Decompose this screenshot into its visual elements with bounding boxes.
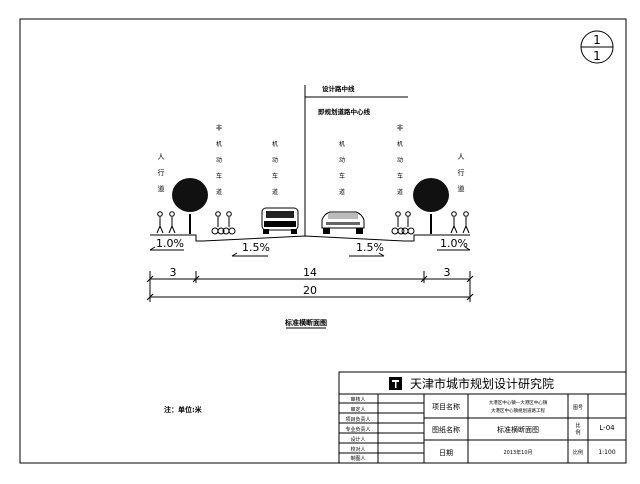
- tree-left-icon: [172, 178, 208, 234]
- sheet-number-badge: 1 1: [580, 30, 614, 64]
- institute-name: 天津市城市规划设计研究院: [410, 376, 554, 391]
- units-note: 注：单位:米: [164, 405, 203, 414]
- date-label: 日期: [439, 449, 453, 457]
- lane-labels: 人 行 道 非 机 动 车 道 机 动 车 道 机 动 车 道 非 机 动 车: [158, 124, 465, 196]
- motor-left-label: 机 动 车 道: [272, 140, 278, 196]
- pedestrian-left-label: 人 行 道: [158, 153, 165, 193]
- svg-text:动: 动: [397, 157, 403, 164]
- slope-indicators: [149, 246, 471, 257]
- svg-text:道: 道: [339, 188, 345, 196]
- svg-text:机: 机: [272, 140, 278, 148]
- date-value: 2013年10月: [503, 449, 532, 456]
- dimension-middle: 14: [303, 266, 317, 279]
- title-block: [338, 371, 627, 464]
- svg-text:道: 道: [158, 184, 165, 193]
- person-icon: [462, 211, 470, 234]
- svg-text:校对人: 校对人: [350, 446, 365, 453]
- svg-text:道: 道: [397, 188, 403, 196]
- cyclist-icon: [391, 211, 405, 235]
- scale-label: 比例: [573, 449, 583, 456]
- slope-lane-left: 1.5%: [242, 241, 270, 254]
- svg-text:动: 动: [339, 157, 345, 164]
- svg-text:非: 非: [216, 124, 222, 132]
- svg-text:审核人: 审核人: [350, 396, 365, 403]
- non-motor-left-label: 非 机 动 车 道: [216, 124, 222, 196]
- drawing-title: 标准横断面图: [284, 318, 327, 327]
- svg-text:项目负责人: 项目负责人: [345, 416, 370, 423]
- person-icon: [168, 211, 176, 234]
- drawing-frame: [19, 18, 627, 464]
- dimension-left: 3: [170, 266, 177, 279]
- svg-text:机: 机: [339, 140, 345, 148]
- svg-text:设计人: 设计人: [350, 436, 365, 443]
- non-motor-right-label: 非 机 动 车 道: [397, 124, 403, 196]
- svg-text:动: 动: [216, 157, 222, 164]
- svg-text:制图人: 制图人: [350, 455, 365, 462]
- sheet-number-bottom: 1: [593, 49, 601, 63]
- motor-right-label: 机 动 车 道: [339, 140, 345, 196]
- sheet-no-value: L-04: [599, 424, 615, 432]
- person-icon: [450, 211, 458, 234]
- slope-sidewalk-left: 1.0%: [156, 237, 184, 250]
- svg-text:动: 动: [272, 157, 278, 164]
- dimension-total: 20: [303, 284, 317, 297]
- svg-text:道: 道: [216, 188, 222, 196]
- project-label: 项目名称: [432, 402, 460, 411]
- drawing-name-value: 标准横断面图: [497, 425, 539, 434]
- pedestrian-figures: [156, 211, 470, 235]
- car-front-icon: [321, 211, 365, 234]
- scale-side-label-1: 比: [575, 422, 580, 429]
- cyclist-icon: [211, 211, 225, 235]
- project-value-line2: 大港区中心镇规划道路工程: [491, 407, 545, 414]
- slope-lane-right: 1.5%: [356, 241, 384, 254]
- svg-text:车: 车: [272, 172, 278, 180]
- svg-text:机: 机: [216, 140, 222, 148]
- svg-text:车: 车: [216, 172, 222, 180]
- sheet-number-top: 1: [593, 33, 601, 47]
- svg-text:非: 非: [397, 124, 403, 132]
- person-icon: [156, 211, 164, 234]
- svg-text:人: 人: [458, 153, 465, 161]
- sheet-no-label: 图号: [573, 405, 583, 411]
- cyclist-icon: [222, 211, 236, 235]
- svg-text:行: 行: [158, 168, 165, 177]
- pedestrian-right-label: 人 行 道: [458, 153, 465, 193]
- svg-text:道: 道: [458, 184, 465, 193]
- svg-text:机: 机: [397, 140, 403, 148]
- svg-text:车: 车: [397, 172, 403, 180]
- svg-text:专业负责人: 专业负责人: [345, 426, 370, 433]
- tree-right-icon: [413, 178, 449, 234]
- road-profile: [150, 234, 470, 242]
- slope-sidewalk-right: 1.0%: [440, 237, 468, 250]
- centerline-annotation: 设计路中线 即规划道路中心线: [304, 84, 408, 236]
- svg-text:人: 人: [158, 153, 165, 161]
- dimension-right: 3: [444, 266, 451, 279]
- road-center-label: 即规划道路中心线: [318, 107, 371, 116]
- cyclist-icon: [401, 211, 415, 235]
- svg-text:车: 车: [339, 172, 345, 180]
- signature-row-labels: 审核人 审定人 项目负责人 专业负责人 设计人 校对人 制图人: [345, 396, 370, 462]
- drawing-name-label: 图纸名称: [432, 425, 460, 434]
- dimension-lines: [146, 271, 474, 302]
- institute-logo-icon: [389, 377, 402, 390]
- car-rear-icon: [261, 207, 299, 234]
- scale-side-label-2: 例: [575, 429, 580, 436]
- design-line-label: 设计路中线: [322, 84, 355, 93]
- scale-value: 1:100: [598, 449, 615, 456]
- svg-text:行: 行: [458, 168, 465, 177]
- svg-text:审定人: 审定人: [350, 406, 365, 413]
- svg-text:道: 道: [272, 188, 278, 196]
- project-value-line1: 大港区中心镇—大港区中心镇: [489, 399, 548, 406]
